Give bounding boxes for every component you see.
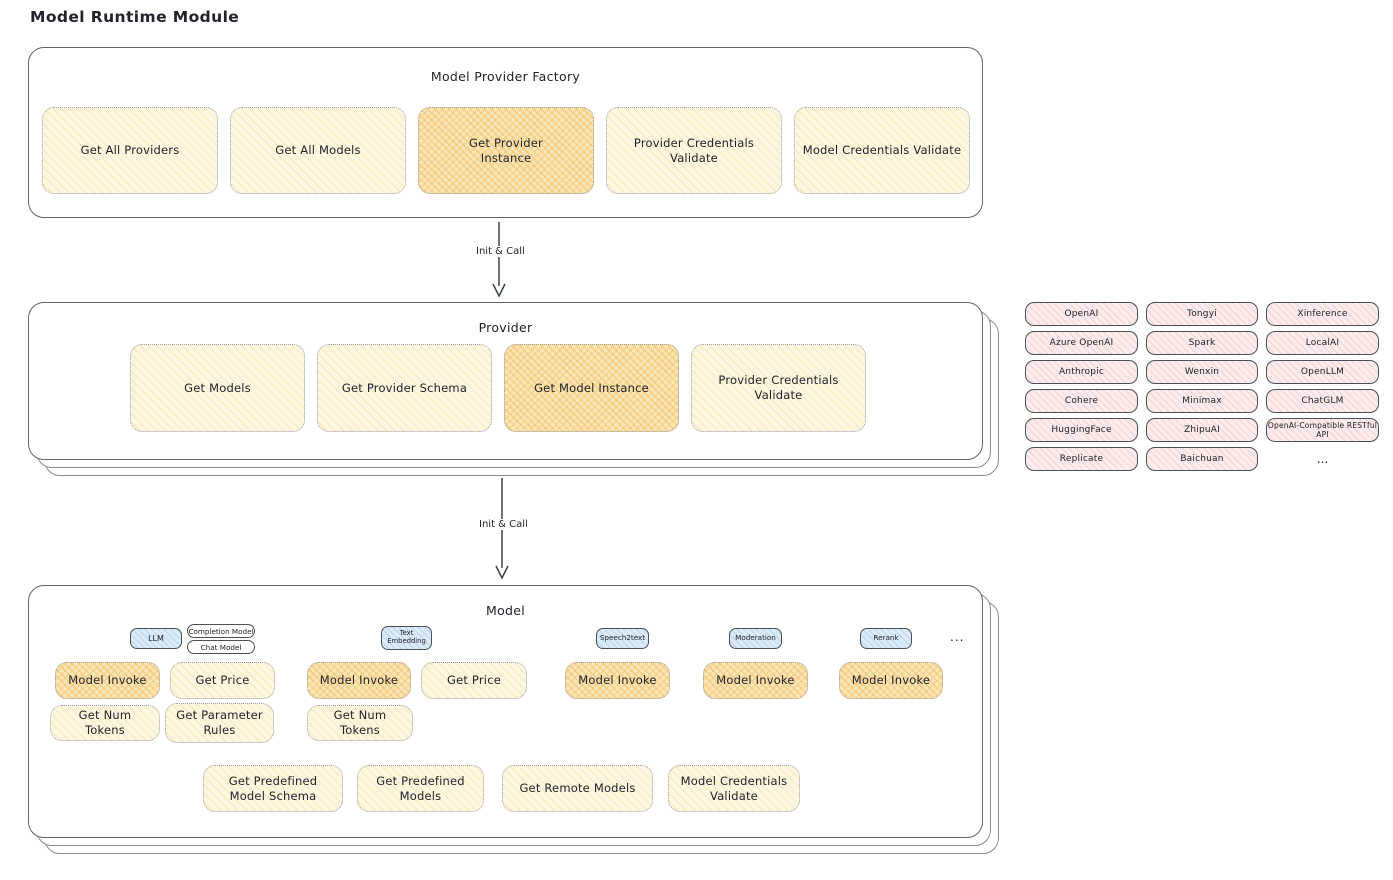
llm-get-price-box: Get Price xyxy=(170,662,275,699)
speech2text-model-invoke-box: Model Invoke xyxy=(565,662,670,699)
rerank-tag: Rerank xyxy=(860,628,912,649)
text-embedding-get-price-box: Get Price xyxy=(421,662,527,699)
provider-chip: Replicate xyxy=(1025,447,1138,471)
get-model-instance-box: Get Model Instance xyxy=(504,344,679,432)
moderation-model-invoke-box: Model Invoke xyxy=(703,662,808,699)
arrow-provider-to-model-label: Init & Call xyxy=(476,519,531,530)
text-embedding-get-num-tokens-box: Get Num Tokens xyxy=(307,705,413,741)
provider-chip: ZhipuAI xyxy=(1146,418,1258,442)
model-provider-factory-title: Model Provider Factory xyxy=(430,69,581,84)
text-embedding-model-invoke-box: Model Invoke xyxy=(307,662,411,699)
llm-get-num-tokens-box: Get Num Tokens xyxy=(50,705,160,741)
get-remote-models-box: Get Remote Models xyxy=(502,765,653,812)
provider-chip: Minimax xyxy=(1146,389,1258,413)
rerank-model-invoke-box: Model Invoke xyxy=(839,662,943,699)
model-credentials-validate-box: Model Credentials Validate xyxy=(794,107,970,194)
provider-chip: Wenxin xyxy=(1146,360,1258,384)
get-predefined-model-schema-box: Get Predefined Model Schema xyxy=(203,765,343,812)
completion-model-tag: Completion Model xyxy=(187,624,255,638)
llm-model-invoke-box: Model Invoke xyxy=(55,662,160,699)
provider-chip: Xinference xyxy=(1266,302,1379,326)
provider-chip: LocalAI xyxy=(1266,331,1379,355)
get-provider-instance-box: Get Provider Instance xyxy=(418,107,594,194)
provider-chip: OpenAI xyxy=(1025,302,1138,326)
provider-title: Provider xyxy=(478,320,533,335)
llm-get-parameter-rules-box: Get Parameter Rules xyxy=(165,703,274,743)
get-all-models-box: Get All Models xyxy=(230,107,406,194)
provider-chip: OpenAI-Compatible RESTful API xyxy=(1266,418,1379,442)
provider-chip: Tongyi xyxy=(1146,302,1258,326)
provider-credentials-validate-box: Provider Credentials Validate xyxy=(606,107,782,194)
moderation-tag: Moderation xyxy=(729,628,782,649)
provider-chip: Spark xyxy=(1146,331,1258,355)
provider-credentials-validate-box-2: Provider Credentials Validate xyxy=(691,344,866,432)
provider-chip: Cohere xyxy=(1025,389,1138,413)
provider-chip: Azure OpenAI xyxy=(1025,331,1138,355)
arrow-factory-to-provider xyxy=(491,222,507,298)
page-title: Model Runtime Module xyxy=(30,8,240,26)
providers-more-ellipsis: ... xyxy=(1316,452,1329,466)
chat-model-tag: Chat Model xyxy=(187,640,255,654)
get-all-providers-box: Get All Providers xyxy=(42,107,218,194)
text-embedding-tag: Text Embedding xyxy=(381,626,432,650)
provider-chip: Anthropic xyxy=(1025,360,1138,384)
model-types-more-ellipsis: ... xyxy=(950,630,965,644)
model-credentials-validate-box-3: Model Credentials Validate xyxy=(668,765,800,812)
arrow-factory-to-provider-label: Init & Call xyxy=(473,246,528,257)
get-provider-schema-box: Get Provider Schema xyxy=(317,344,492,432)
get-predefined-models-box: Get Predefined Models xyxy=(357,765,484,812)
provider-chip: HuggingFace xyxy=(1025,418,1138,442)
provider-chip: ChatGLM xyxy=(1266,389,1379,413)
llm-tag: LLM xyxy=(130,628,182,649)
speech2text-tag: Speech2text xyxy=(596,628,649,649)
get-models-box: Get Models xyxy=(130,344,305,432)
provider-chip: Baichuan xyxy=(1146,447,1258,471)
model-title: Model xyxy=(485,603,526,618)
provider-chip: OpenLLM xyxy=(1266,360,1379,384)
